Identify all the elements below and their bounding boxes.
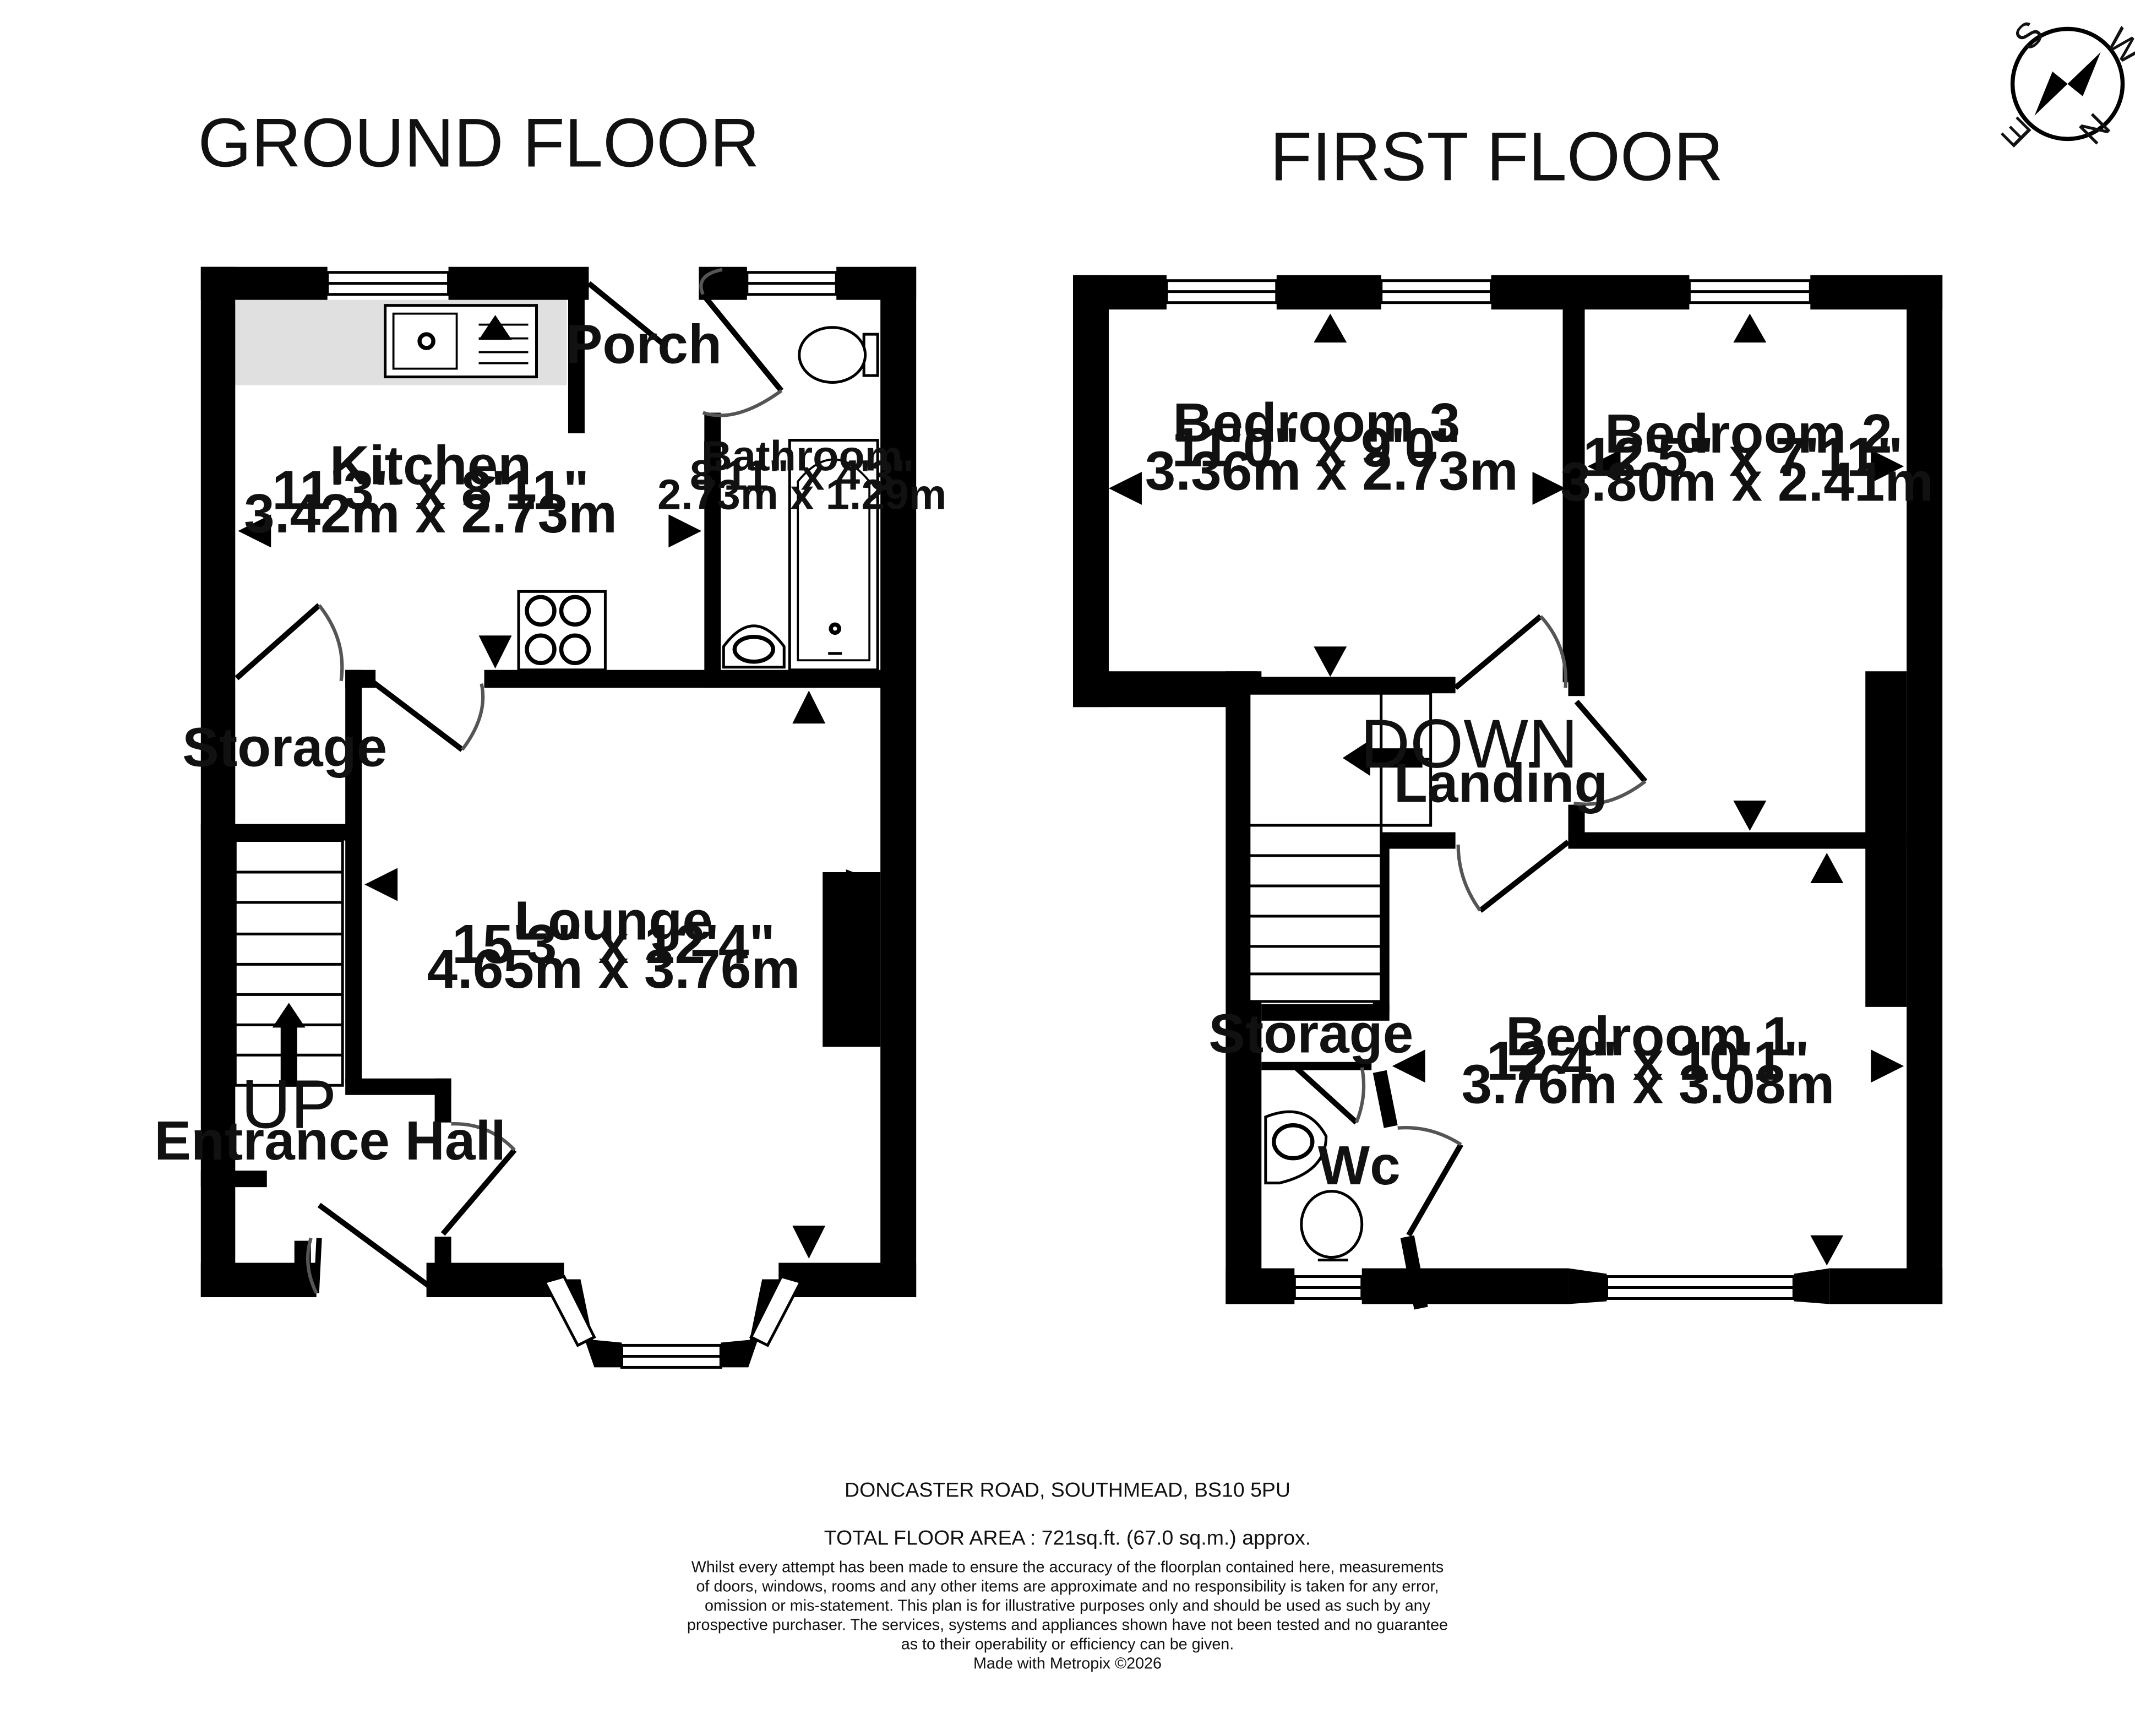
bedroom3-name: Bedroom 3	[1173, 393, 1460, 454]
ground-outer-walls	[200, 266, 917, 1298]
compass-east: E	[1994, 110, 2039, 155]
bedroom1-metric: 3.76m x 3.08m	[1462, 1054, 1835, 1115]
bathroom-metric: 2.73m x 1.29m	[657, 471, 946, 518]
compass-icon: N S E W	[1994, 13, 2135, 155]
first-floor: FIRST FLOOR	[1072, 118, 1943, 1310]
ground-inner-walls	[200, 282, 884, 1271]
bathroom-name: Bathroom	[701, 432, 903, 480]
disclaimer-line-5: as to their operability or efficiency ca…	[901, 1636, 1234, 1653]
wc-name: Wc	[1318, 1135, 1401, 1196]
first-floor-title: FIRST FLOOR	[1270, 118, 1724, 195]
bedroom3-metric: 3.36m x 2.73m	[1145, 440, 1518, 502]
entrance-hall-name: Entrance Hall	[154, 1111, 506, 1172]
ground-stairs	[233, 839, 344, 1087]
bathroom-toilet	[798, 326, 879, 384]
bedroom3-imperial: 11'0" x 9'0"	[1172, 417, 1461, 478]
kitchen-imperial: 11'3" x 8'11"	[272, 460, 589, 521]
total-floor-area: TOTAL FLOOR AREA : 721sq.ft. (67.0 sq.m.…	[824, 1526, 1311, 1549]
compass-north: N	[2071, 106, 2118, 153]
ground-doors	[235, 268, 784, 1294]
ground-floor: GROUND FLOOR	[154, 105, 946, 1369]
kitchen-name: Kitchen	[330, 435, 532, 496]
first-dimension-arrows	[1108, 313, 1904, 1266]
first-stairs-label: DOWN	[1360, 706, 1578, 782]
first-doors	[1294, 614, 1648, 1237]
bedroom2-name: Bedroom 2	[1605, 404, 1892, 465]
kitchen-metric: 3.42m x 2.73m	[244, 483, 617, 545]
kitchen-sink	[384, 304, 538, 379]
landing-name: Landing	[1394, 753, 1608, 814]
bedroom1-imperial: 12'4" x 10'1"	[1486, 1031, 1810, 1092]
ground-stairs-label: UP	[241, 1066, 337, 1143]
ground-dimension-arrows	[238, 315, 875, 1259]
bathroom-imperial: 8'11" x 4'3"	[690, 451, 914, 499]
lounge-imperial: 15'3" x 12'4"	[452, 914, 775, 975]
first-windows	[1165, 279, 1830, 1304]
made-with: Made with Metropix ©2026	[973, 1655, 1162, 1673]
address: DONCASTER ROAD, SOUTHMEAD, BS10 5PU	[845, 1478, 1290, 1501]
first-stairs	[1248, 692, 1433, 1003]
porch-name: Porch	[566, 314, 722, 376]
kitchen-hob	[517, 590, 607, 672]
disclaimer-line-2: of doors, windows, rooms and any other i…	[696, 1578, 1439, 1596]
wc-toilet	[1300, 1190, 1364, 1262]
ground-floor-title: GROUND FLOOR	[198, 105, 759, 181]
ground-windows	[326, 271, 838, 1369]
bathroom-basin	[722, 624, 786, 669]
ground-storage-name: Storage	[182, 717, 387, 779]
compass-west: W	[2098, 20, 2135, 73]
wc-basin	[1264, 1110, 1328, 1185]
lounge-metric: 4.65m x 3.76m	[427, 939, 800, 1000]
bedroom2-imperial: 12'5" x 7'11"	[1583, 427, 1903, 488]
disclaimer-line-1: Whilst every attempt has been made to en…	[691, 1559, 1444, 1576]
disclaimer-line-3: omission or mis-statement. This plan is …	[705, 1597, 1431, 1615]
first-storage-name: Storage	[1208, 1003, 1413, 1064]
compass-south: S	[2006, 13, 2051, 58]
bedroom2-metric: 3.80m x 2.41m	[1560, 451, 1934, 513]
disclaimer-line-4: prospective purchaser. The services, sys…	[687, 1617, 1448, 1634]
bedroom1-name: Bedroom 1	[1506, 1006, 1793, 1067]
bathroom-bath	[788, 438, 879, 672]
lounge-name: Lounge	[514, 890, 713, 951]
footer: DONCASTER ROAD, SOUTHMEAD, BS10 5PU TOTA…	[687, 1478, 1448, 1672]
